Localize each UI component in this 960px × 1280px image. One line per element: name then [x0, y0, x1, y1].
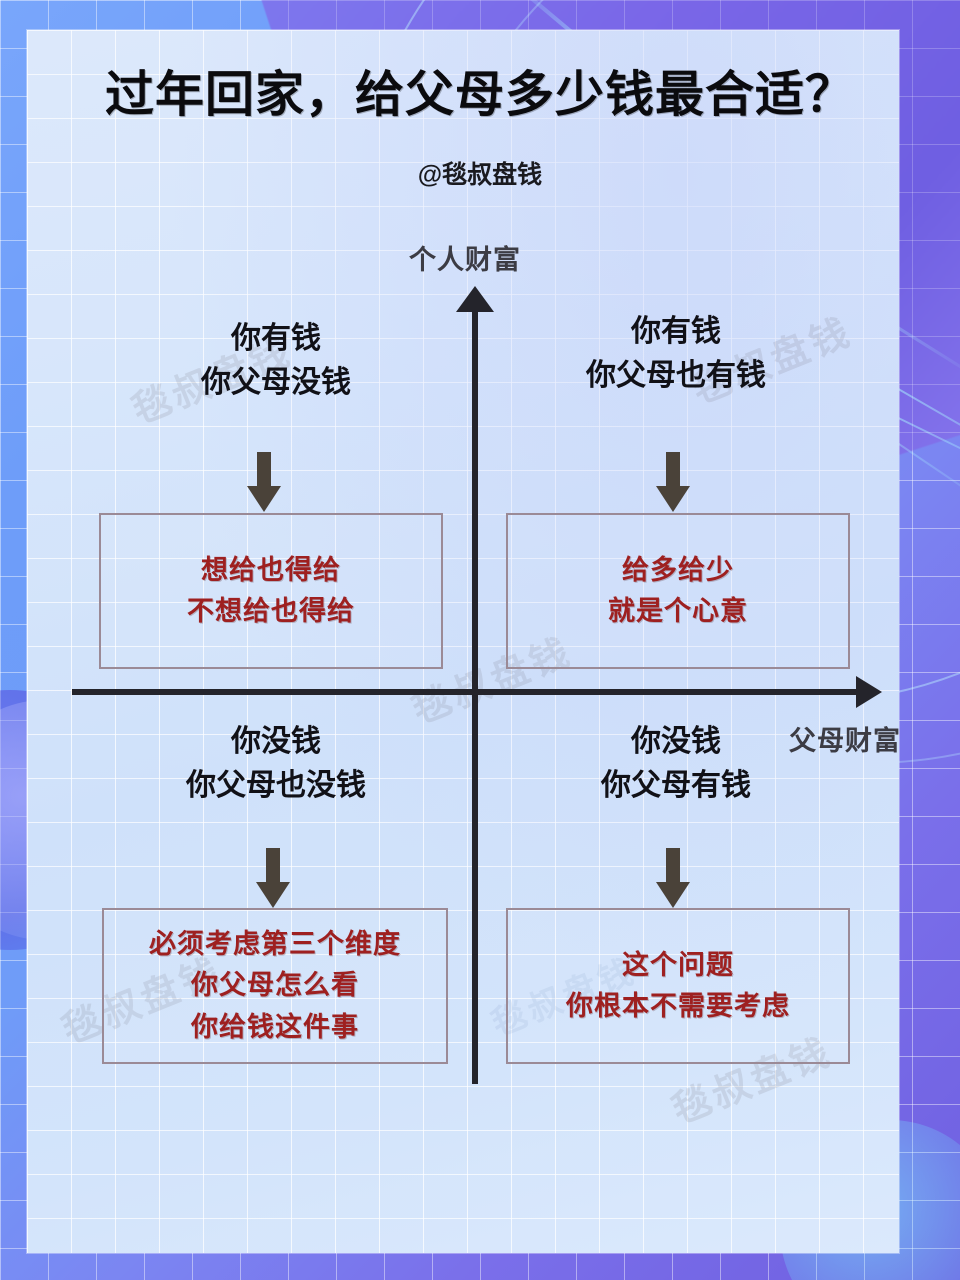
result-text: 必须考虑第三个维度 你父母怎么看 你给钱这件事 [149, 924, 401, 1047]
quadrant-top-right-condition: 你有钱 你父母也有钱 [486, 310, 866, 398]
condition-line-2: 你父母没钱 [201, 365, 351, 399]
result-text: 给多给少 就是个心意 [608, 550, 748, 632]
x-axis-line [72, 689, 862, 695]
result-line-1: 给多给少 [622, 554, 734, 585]
quadrant-bottom-right-condition: 你没钱 你父母有钱 [486, 720, 866, 808]
quadrant-top-left-condition: 你有钱 你父母没钱 [86, 317, 466, 405]
quadrant-bottom-left-result-box: 必须考虑第三个维度 你父母怎么看 你给钱这件事 [102, 908, 448, 1064]
result-text: 这个问题 你根本不需要考虑 [566, 945, 790, 1027]
result-text: 想给也得给 不想给也得给 [187, 550, 355, 632]
condition-line-1: 你有钱 [631, 315, 721, 348]
y-axis-arrow-icon [456, 286, 494, 312]
condition-line-1: 你没钱 [631, 725, 721, 758]
result-line-2: 就是个心意 [608, 596, 748, 626]
down-arrow-icon [656, 848, 690, 908]
y-axis-label: 个人财富 [409, 245, 521, 275]
quadrant-top-left-result-box: 想给也得给 不想给也得给 [99, 513, 443, 669]
condition-line-2: 你父母也有钱 [586, 358, 766, 392]
author-handle: @毯叔盘钱 [417, 161, 543, 189]
down-arrow-icon [656, 452, 690, 512]
page-title: 过年回家，给父母多少钱最合适？ [104, 68, 855, 122]
result-line-3: 你给钱这件事 [191, 1011, 359, 1042]
result-line-2: 不想给也得给 [187, 596, 355, 626]
condition-line-2: 你父母也没钱 [186, 768, 366, 802]
x-axis-arrow-icon [856, 676, 882, 708]
condition-line-1: 你有钱 [231, 322, 321, 355]
condition-line-2: 你父母有钱 [601, 768, 751, 802]
condition-line-1: 你没钱 [231, 725, 321, 758]
quadrant-bottom-right-result-box: 这个问题 你根本不需要考虑 [506, 908, 850, 1064]
x-axis-label: 父母财富 [789, 726, 901, 756]
result-line-1: 这个问题 [622, 949, 734, 980]
quadrant-bottom-left-condition: 你没钱 你父母也没钱 [86, 720, 466, 808]
result-line-1: 必须考虑第三个维度 [149, 929, 401, 960]
down-arrow-icon [247, 452, 281, 512]
result-line-2: 你父母怎么看 [191, 970, 359, 1001]
quadrant-top-right-result-box: 给多给少 就是个心意 [506, 513, 850, 669]
result-line-1: 想给也得给 [201, 554, 341, 585]
result-line-2: 你根本不需要考虑 [566, 991, 790, 1021]
down-arrow-icon [256, 848, 290, 908]
